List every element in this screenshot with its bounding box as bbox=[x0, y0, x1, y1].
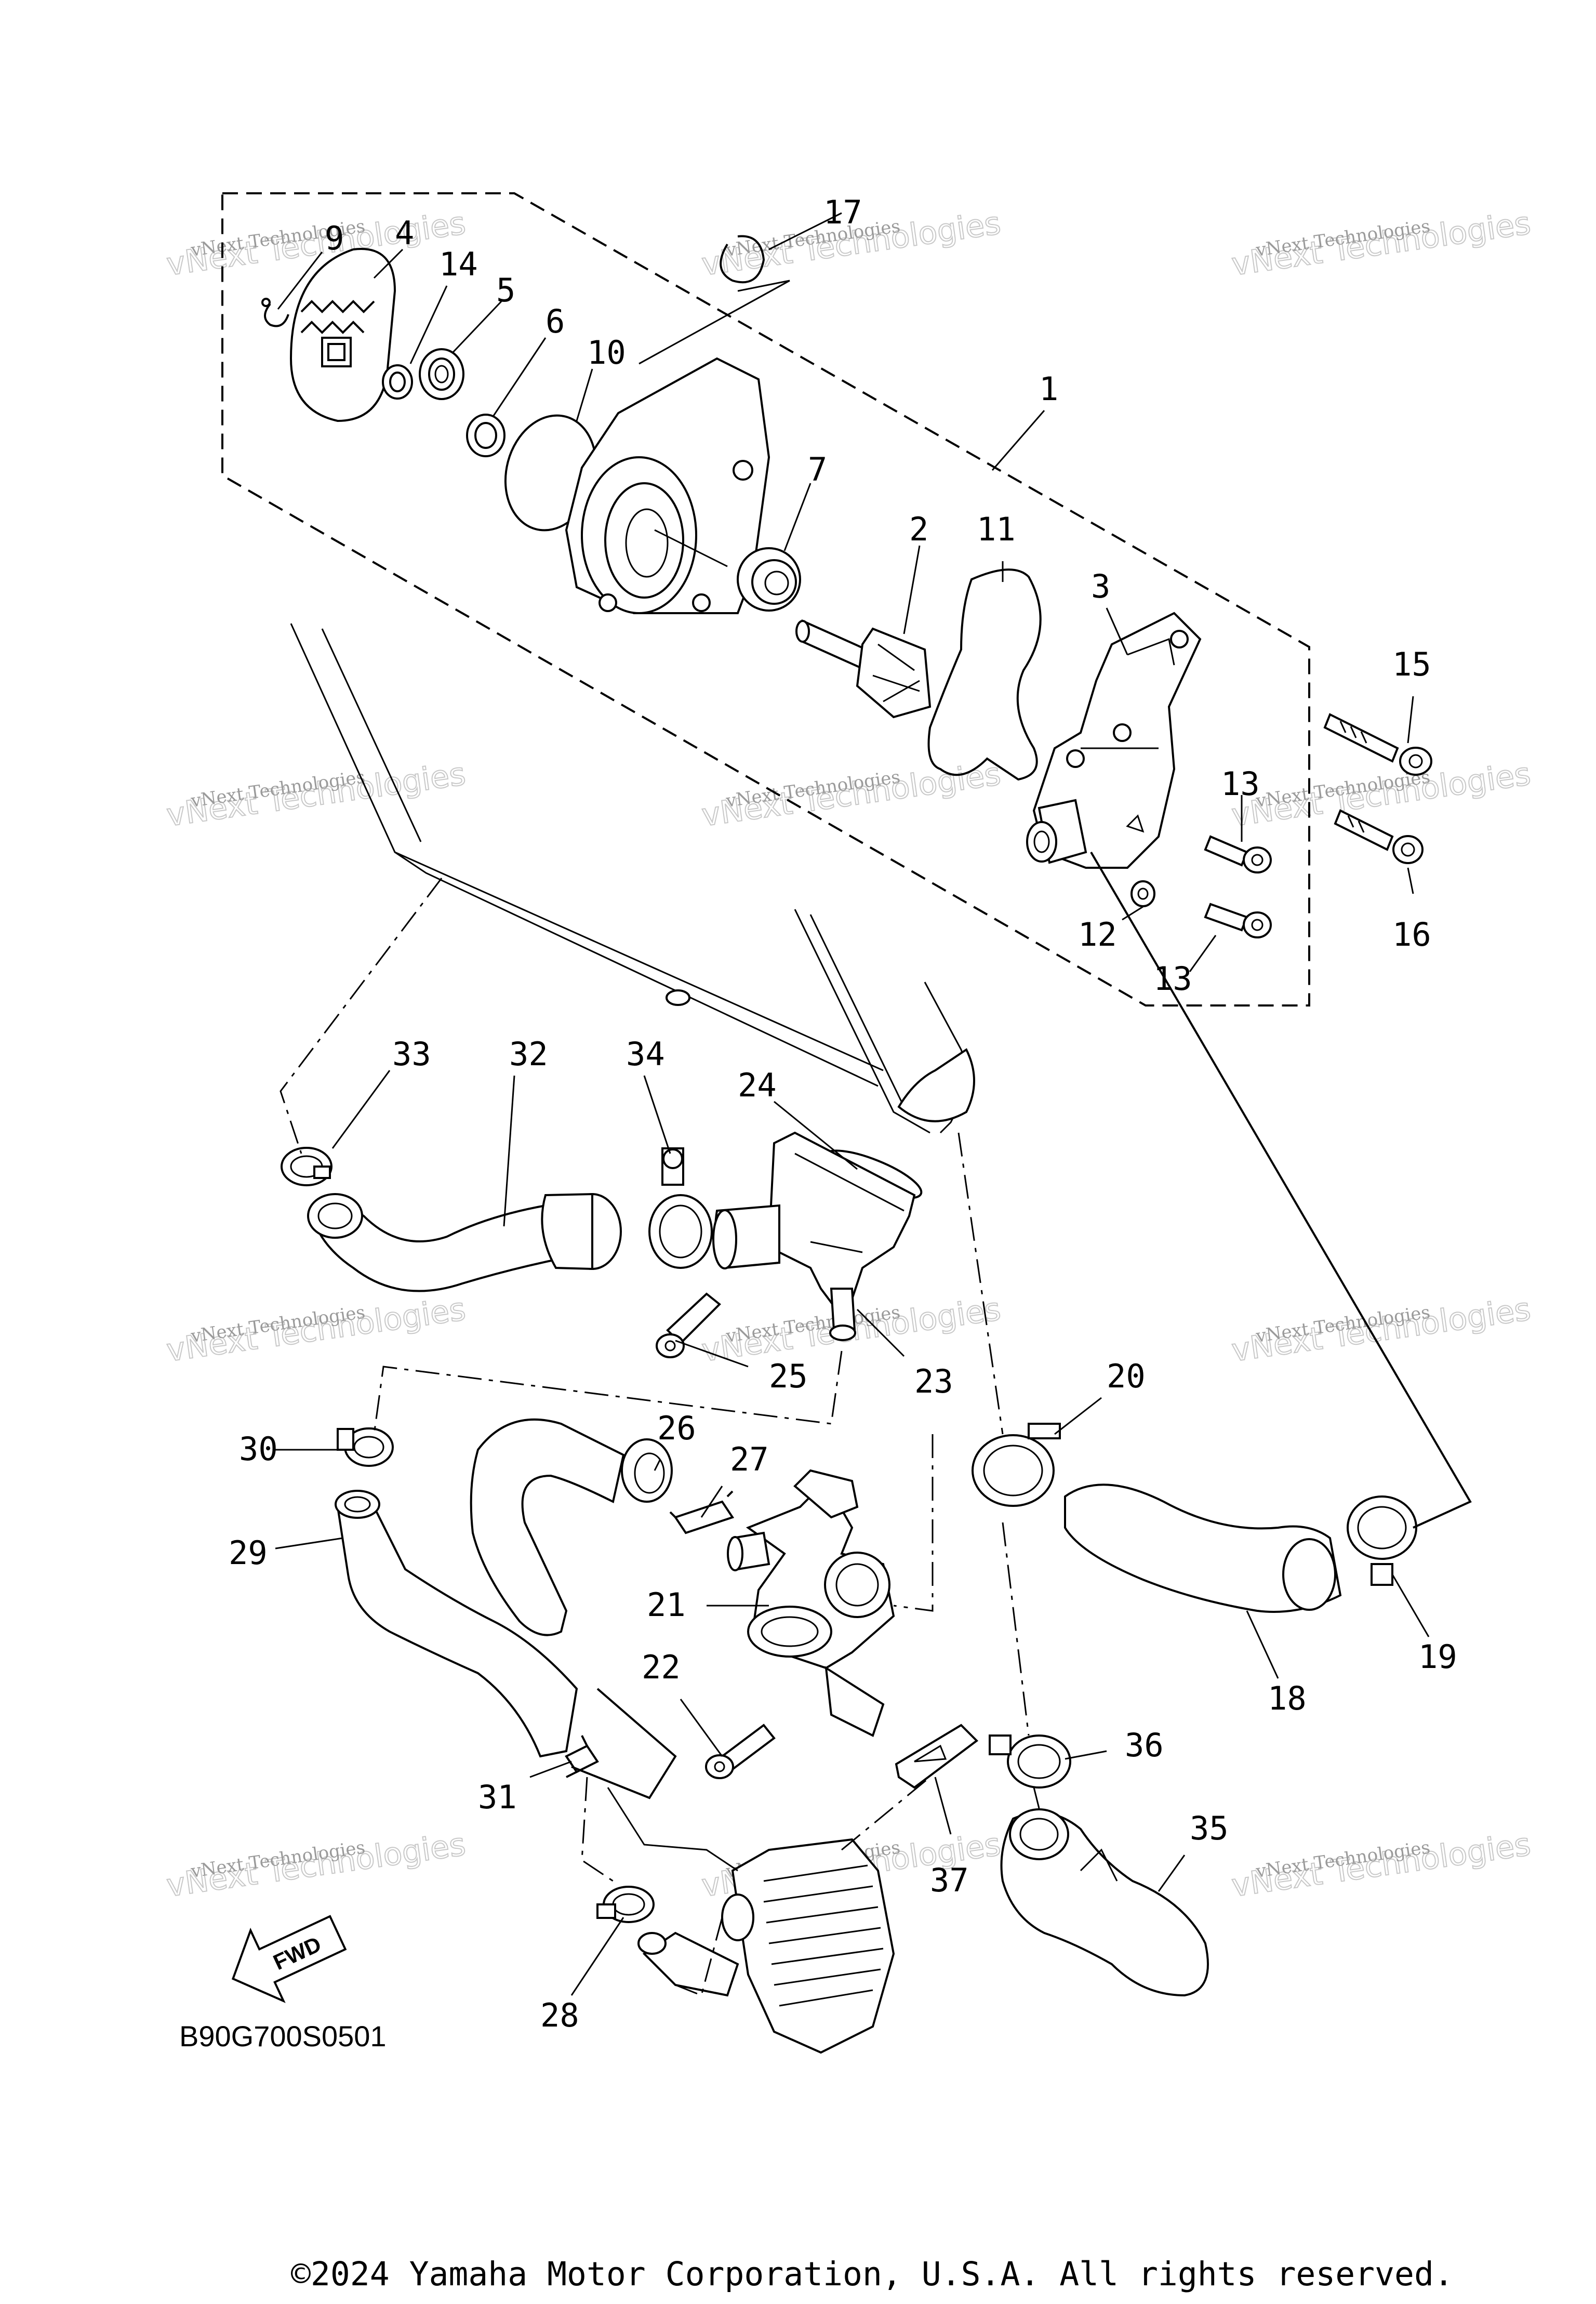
callout-11: 11 bbox=[977, 510, 1016, 548]
hose-clamp bbox=[281, 1147, 332, 1186]
hose-clamp bbox=[648, 1147, 713, 1269]
callout-26: 26 bbox=[657, 1409, 696, 1447]
callout-34: 34 bbox=[626, 1035, 665, 1073]
callout-37: 37 bbox=[930, 1861, 969, 1899]
bearing bbox=[419, 348, 464, 400]
oil-cooler bbox=[637, 1838, 895, 2054]
mechanical-seal bbox=[737, 547, 801, 612]
watermark: vNext Technologies vNext Technologies bbox=[1229, 205, 1534, 284]
callout-24: 24 bbox=[738, 1066, 777, 1104]
callout-28: 28 bbox=[540, 1996, 579, 2034]
watermark: vNext Technologies vNext Technologies bbox=[164, 1826, 469, 1905]
watermark: vNext Technologies vNext Technologies bbox=[164, 1291, 469, 1370]
callout-10: 10 bbox=[587, 334, 626, 372]
callout-19: 19 bbox=[1418, 1638, 1457, 1676]
callout-5: 5 bbox=[496, 271, 515, 309]
bolt bbox=[1334, 809, 1424, 864]
washer bbox=[1130, 880, 1155, 907]
bolt bbox=[705, 1724, 776, 1779]
callout-numbers: 1 2 3 4 5 6 7 9 10 11 12 13 13 14 15 16 … bbox=[229, 193, 1457, 2034]
callout-6: 6 bbox=[546, 302, 565, 340]
hose-clamp bbox=[972, 1423, 1061, 1507]
watermark: vNext Technologies vNext Technologies bbox=[1229, 1291, 1534, 1370]
watermark: vNext Technologies vNext Technologies bbox=[164, 756, 469, 835]
callout-23: 23 bbox=[914, 1362, 953, 1400]
bolt bbox=[1204, 903, 1272, 938]
thermostat-housing bbox=[712, 1131, 916, 1341]
circlip bbox=[261, 298, 289, 327]
clip bbox=[720, 235, 765, 284]
callout-22: 22 bbox=[642, 1648, 681, 1686]
callout-3: 3 bbox=[1091, 567, 1110, 605]
fwd-arrow-shape bbox=[231, 1915, 347, 2003]
callout-14: 14 bbox=[439, 245, 478, 283]
callout-25: 25 bbox=[769, 1357, 808, 1395]
callout-20: 20 bbox=[1107, 1357, 1146, 1395]
callout-32: 32 bbox=[509, 1035, 548, 1073]
callout-4: 4 bbox=[395, 214, 414, 252]
callout-29: 29 bbox=[229, 1534, 268, 1572]
hose bbox=[1000, 1808, 1209, 1997]
connection-lines bbox=[280, 280, 1472, 1997]
radiator-hose bbox=[1064, 1484, 1342, 1613]
hose bbox=[335, 1490, 578, 1758]
radiator-frame-outline bbox=[290, 623, 975, 1134]
callout-35: 35 bbox=[1190, 1809, 1229, 1847]
hose-clamp bbox=[337, 1427, 394, 1467]
oil-seal bbox=[466, 414, 506, 457]
watermark: vNext Technologies vNext Technologies bbox=[1229, 756, 1534, 835]
callout-33: 33 bbox=[392, 1035, 431, 1073]
callout-12: 12 bbox=[1078, 916, 1117, 954]
callout-21: 21 bbox=[647, 1586, 686, 1624]
bolt bbox=[656, 1292, 721, 1358]
copyright-notice: ©2024 Yamaha Motor Corporation, U.S.A. A… bbox=[291, 2255, 1454, 2293]
diagram-code: B90G700S0501 bbox=[179, 2020, 387, 2053]
washer bbox=[382, 364, 413, 400]
hose-clamp bbox=[989, 1734, 1071, 1789]
bolt bbox=[1323, 713, 1432, 776]
watermark: vNext Technologies vNext Technologies bbox=[1229, 1826, 1534, 1905]
bolt bbox=[1204, 835, 1272, 873]
gasket bbox=[927, 568, 1042, 781]
callout-9: 9 bbox=[325, 219, 344, 257]
callout-2: 2 bbox=[909, 510, 928, 548]
callout-1: 1 bbox=[1039, 370, 1058, 408]
callout-30: 30 bbox=[239, 1430, 278, 1468]
watermark: vNext Technologies vNext Technologies bbox=[164, 205, 469, 284]
leader-lines bbox=[275, 212, 1430, 1996]
pump-cover bbox=[1026, 612, 1202, 869]
clamp bbox=[895, 1724, 979, 1789]
callout-17: 17 bbox=[823, 193, 862, 231]
hose-clamp bbox=[596, 1886, 655, 1923]
fwd-arrow: FWD bbox=[231, 1915, 347, 2003]
callout-13b: 13 bbox=[1153, 960, 1192, 998]
callout-13a: 13 bbox=[1221, 765, 1260, 803]
water-pump-assembly-boundary bbox=[221, 192, 1310, 1007]
hose-clip bbox=[669, 1490, 735, 1534]
impeller-shaft bbox=[795, 619, 932, 719]
callout-7: 7 bbox=[808, 451, 827, 488]
watermark: vNext Technologies vNext Technologies bbox=[699, 756, 1004, 835]
hose bbox=[470, 1418, 673, 1636]
callout-36: 36 bbox=[1125, 1726, 1164, 1764]
radiator-hose bbox=[307, 1193, 622, 1292]
water-pump-housing bbox=[565, 357, 770, 614]
impeller-gear bbox=[289, 248, 396, 422]
hose-clamp bbox=[1347, 1495, 1417, 1586]
callout-15: 15 bbox=[1392, 645, 1431, 683]
callout-31: 31 bbox=[478, 1778, 517, 1816]
callout-27: 27 bbox=[730, 1440, 769, 1478]
water-jacket-joint bbox=[727, 1469, 895, 1737]
callout-16: 16 bbox=[1392, 916, 1431, 954]
callout-18: 18 bbox=[1268, 1679, 1307, 1717]
